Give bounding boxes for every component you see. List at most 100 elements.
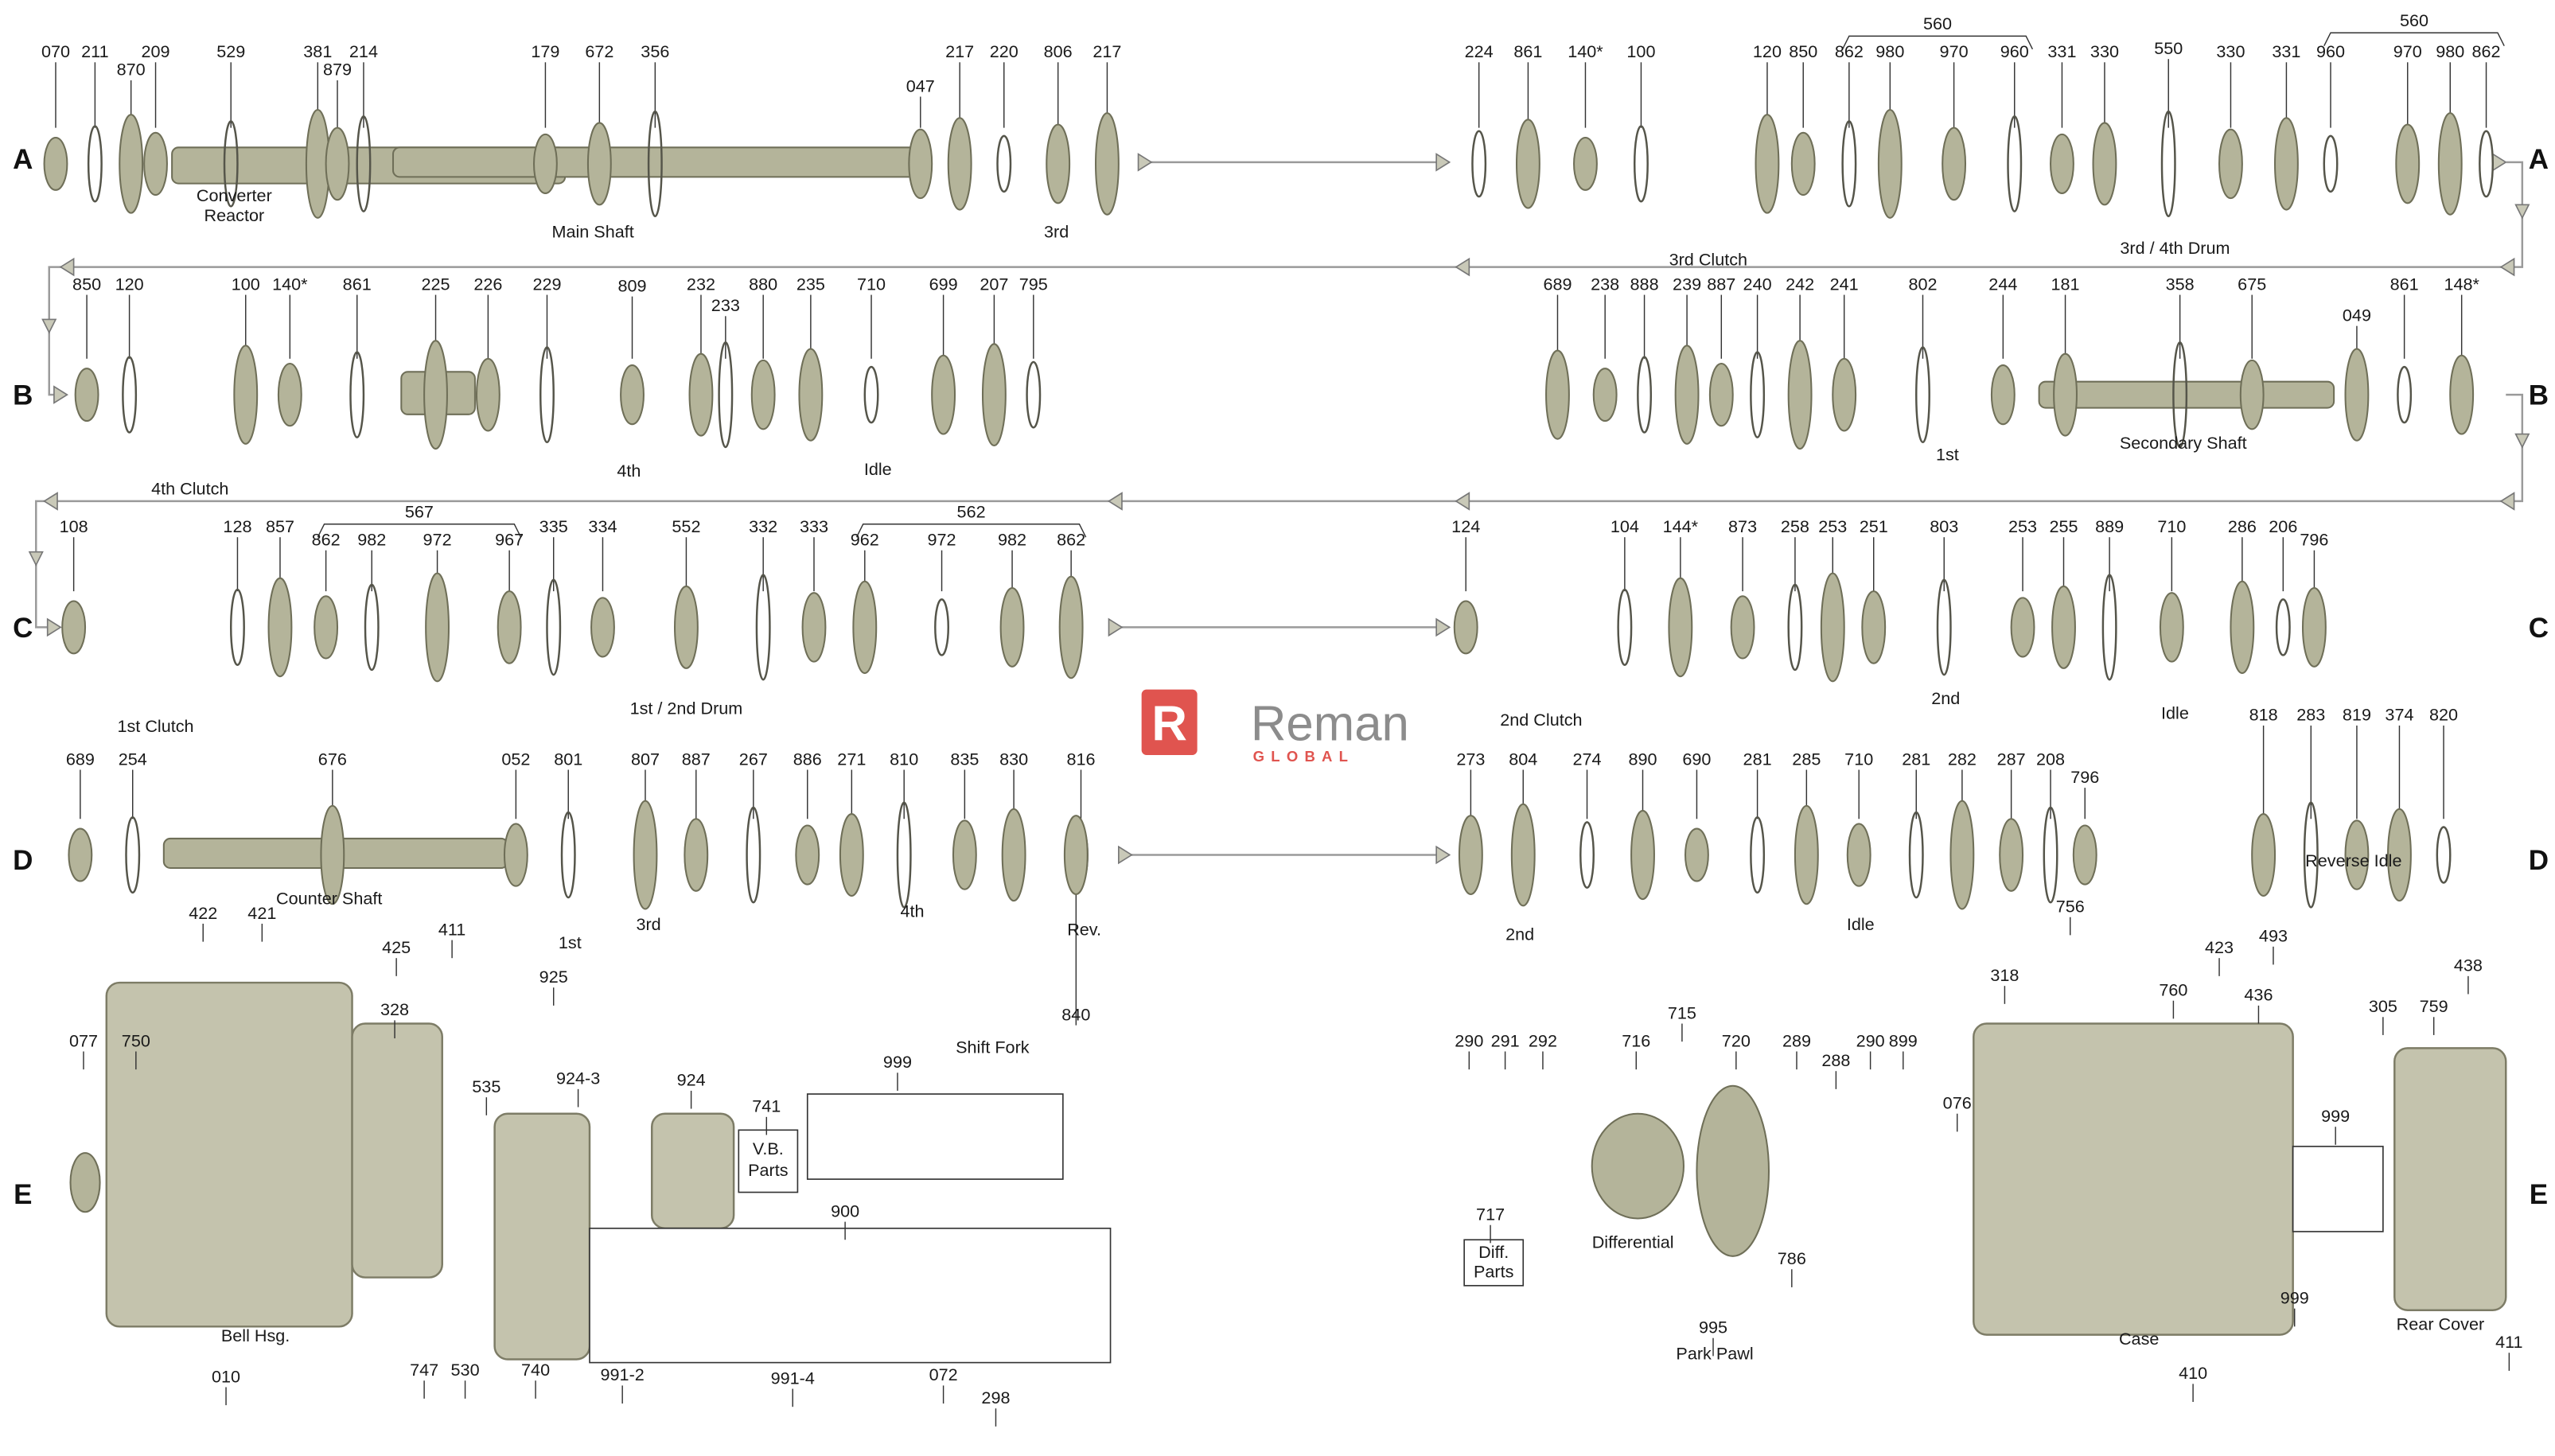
final-gear-part	[1696, 1084, 1770, 1257]
callout-422: 422	[189, 903, 217, 923]
part-807	[633, 800, 658, 910]
part-550	[2160, 110, 2176, 218]
callout-710: 710	[1844, 749, 1873, 769]
part-888	[1637, 356, 1653, 434]
callout-888: 888	[1630, 274, 1659, 294]
part-217	[1094, 112, 1120, 216]
part-242	[1787, 340, 1813, 450]
callout-214: 214	[349, 41, 378, 61]
callout-381: 381	[303, 41, 332, 61]
part-982	[364, 583, 380, 672]
vb-parts-box	[738, 1129, 799, 1193]
callout-288: 288	[1821, 1050, 1850, 1070]
callout-181: 181	[2051, 274, 2080, 294]
part-108	[61, 600, 87, 655]
callout-861: 861	[1513, 41, 1542, 61]
callout-690: 690	[1682, 749, 1711, 769]
valve-body-upper	[650, 1112, 735, 1230]
seal-part	[69, 1152, 101, 1213]
flow-arrowhead	[28, 551, 44, 567]
callout-225: 225	[421, 274, 450, 294]
caption-v-b-: V.B.	[753, 1139, 784, 1158]
part-334	[590, 597, 615, 658]
part-253	[2010, 597, 2035, 658]
callout-235: 235	[796, 274, 825, 294]
part-970	[2395, 123, 2421, 204]
part-049	[2344, 348, 2370, 442]
callout-803: 803	[1930, 516, 1958, 536]
caption-4th: 4th	[617, 461, 641, 481]
caption-2nd-clutch: 2nd Clutch	[1500, 710, 1582, 730]
callout-208: 208	[2036, 749, 2065, 769]
callout-795: 795	[1019, 274, 1048, 294]
callout-967: 967	[495, 529, 524, 549]
callout-356: 356	[641, 41, 669, 61]
part-835	[952, 819, 977, 890]
part-148	[2449, 354, 2475, 435]
callout-716: 716	[1622, 1030, 1650, 1050]
callout-535: 535	[472, 1076, 500, 1096]
caption-main-shaft: Main Shaft	[551, 222, 633, 242]
flow-arrowhead	[2514, 433, 2530, 449]
callout-318: 318	[1990, 965, 2019, 985]
caption-3rd: 3rd	[636, 914, 660, 934]
caption-differential: Differential	[1592, 1232, 1674, 1252]
callout-972: 972	[928, 529, 956, 549]
part-819	[2344, 819, 2370, 890]
part-962	[852, 580, 878, 675]
callout-148-star: 148*	[2444, 274, 2479, 294]
callout-962: 962	[851, 529, 879, 549]
callout-980: 980	[1875, 41, 1904, 61]
callout-100: 100	[1626, 41, 1655, 61]
callout-887: 887	[1707, 274, 1735, 294]
part-972	[425, 572, 450, 683]
part-887	[1708, 362, 1734, 427]
part-258	[1787, 583, 1803, 672]
callout-108: 108	[60, 516, 88, 536]
callout-140-star: 140*	[1568, 41, 1603, 61]
part-330	[2092, 122, 2117, 206]
part-879	[325, 127, 350, 201]
part-672	[586, 122, 612, 206]
callout-410: 410	[2179, 1363, 2207, 1383]
flow-arrowhead	[1107, 492, 1123, 511]
flow-arrowhead	[2491, 153, 2507, 172]
callout-960: 960	[2000, 41, 2029, 61]
part-273	[1458, 815, 1483, 895]
caption-secondary-shaft: Secondary Shaft	[2120, 433, 2247, 453]
group-bracket	[855, 524, 1087, 538]
section-letter-c: C	[13, 613, 33, 644]
section-letter-c: C	[2529, 613, 2549, 644]
part-209	[143, 131, 168, 197]
part-960	[2007, 115, 2023, 212]
callout-900: 900	[831, 1201, 859, 1220]
part-861	[349, 351, 365, 438]
callout-819: 819	[2343, 705, 2371, 725]
part-810	[896, 801, 912, 909]
part-179	[532, 133, 558, 194]
part-801	[560, 811, 576, 899]
callout-924-3: 924-3	[556, 1069, 600, 1088]
flow-arrowhead	[2499, 492, 2515, 511]
flow-line	[35, 393, 2524, 629]
part-676	[320, 804, 345, 905]
callout-840: 840	[1061, 1004, 1090, 1024]
caption-shift-fork: Shift Fork	[956, 1037, 1030, 1057]
callout-211: 211	[81, 41, 108, 61]
part-861	[1515, 119, 1540, 209]
callout-328: 328	[380, 999, 409, 1019]
caption-2nd: 2nd	[1505, 925, 1534, 944]
part-886	[795, 824, 820, 886]
section-letter-b: B	[2529, 380, 2549, 411]
callout-980: 980	[2436, 41, 2464, 61]
caption-idle: Idle	[864, 459, 892, 479]
part-880	[750, 359, 776, 430]
callout-529: 529	[216, 41, 245, 61]
flow-arrowhead	[2499, 257, 2515, 277]
callout-290: 290	[1856, 1030, 1885, 1050]
part-211	[87, 125, 103, 203]
callout-232: 232	[687, 274, 715, 294]
part-104	[1617, 588, 1633, 666]
